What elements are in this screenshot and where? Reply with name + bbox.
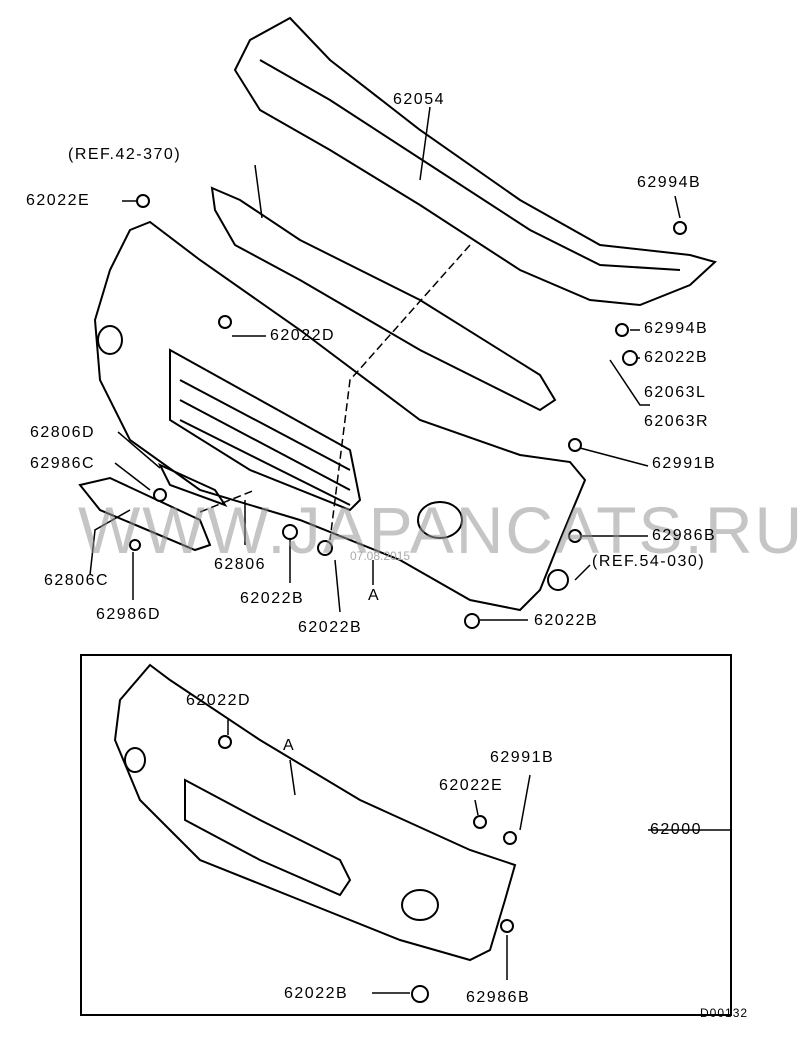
part-label: 62063L <box>644 384 707 401</box>
part-label: 62022B <box>298 619 363 636</box>
front-bumper-assembly-62000 <box>113 663 517 962</box>
license-bracket-62806C <box>78 476 212 552</box>
part-label: 62806D <box>30 424 96 441</box>
part-label: 62994B <box>644 320 709 337</box>
part-label: 62994B <box>637 174 702 191</box>
part-label: 62986D <box>96 606 162 623</box>
part-label: 62022B <box>534 612 599 629</box>
part-label: 62986B <box>652 527 717 544</box>
part-label: 62991B <box>652 455 717 472</box>
part-label: 62022B <box>644 349 709 366</box>
assembly-grille <box>184 778 352 897</box>
callout-label: A <box>283 737 296 754</box>
part-label: 62022D <box>270 327 336 344</box>
bumper-support-bracket <box>210 186 557 412</box>
assembly-fog-lamp-hole-right <box>401 889 439 921</box>
part-label: 62054 <box>393 91 445 108</box>
assembly-fog-lamp-hole-left <box>124 747 146 773</box>
part-label: 62986C <box>30 455 96 472</box>
part-label: 62063R <box>644 413 710 430</box>
bumper-reinforcement-62054 <box>233 16 717 307</box>
fog-lamp-hole-right <box>417 501 463 539</box>
part-label: 62022E <box>26 192 91 209</box>
leader-lines <box>89 106 730 994</box>
part-label: 62806 <box>214 556 266 573</box>
part-label: 62022D <box>186 692 252 709</box>
part-label: 62991B <box>490 749 555 766</box>
license-bracket-62806D <box>157 462 228 507</box>
grille-slats <box>179 379 351 506</box>
part-label: 62022E <box>439 777 504 794</box>
dashed-guide-lines <box>199 244 471 541</box>
front-bumper-cover <box>93 220 587 612</box>
assembly-box <box>80 654 732 1016</box>
callout-label: A <box>368 587 381 604</box>
reinforcement-detail-line <box>259 59 681 271</box>
ref-label: (REF.54-030) <box>592 553 706 570</box>
date-stamp: 07.08.2015 <box>350 549 411 563</box>
fastener-icons <box>129 194 687 1003</box>
part-label: 62000 <box>650 821 702 838</box>
part-label: 62806C <box>44 572 110 589</box>
ref-label: (REF.42-370) <box>68 146 182 163</box>
bumper-grille <box>169 348 362 512</box>
part-label: 62022B <box>284 985 349 1002</box>
part-label: 62022B <box>240 590 305 607</box>
fog-lamp-hole-left <box>97 325 123 355</box>
watermark: WWW.JAPANCATS.RU <box>78 493 800 567</box>
diagram-code: D00132 <box>700 1006 749 1020</box>
part-label: 62986B <box>466 989 531 1006</box>
